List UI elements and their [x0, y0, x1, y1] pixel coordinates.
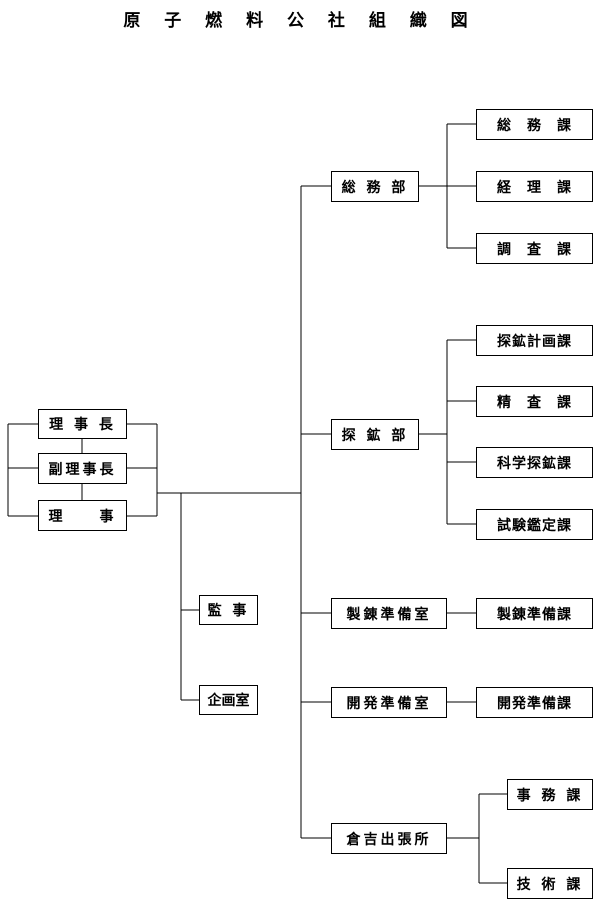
auditor-box: 監 事: [199, 595, 258, 625]
section-technical: 技 術 課: [507, 868, 593, 899]
section-refining-prep: 製錬準備課: [476, 598, 593, 629]
section-testing-appraisal: 試験鑑定課: [476, 509, 593, 540]
dept-kurayoshi-office: 倉吉出張所: [331, 823, 447, 854]
directors-box: 理 事: [38, 500, 127, 531]
president-box: 理 事 長: [38, 409, 127, 439]
section-development-prep: 開発準備課: [476, 687, 593, 718]
chart-title: 原 子 燃 料 公 社 組 織 図: [123, 11, 477, 31]
dept-exploration: 探 鉱 部: [331, 419, 419, 450]
vice-president-box: 副理事長: [38, 453, 127, 484]
planning-office-box: 企画室: [199, 685, 258, 715]
dept-refining-prep: 製錬準備室: [331, 598, 447, 629]
section-office-affairs: 事 務 課: [507, 779, 593, 810]
section-general-affairs: 総 務 課: [476, 109, 593, 140]
dept-development-prep: 開発準備室: [331, 687, 447, 718]
dept-general-affairs: 総 務 部: [331, 171, 419, 202]
section-detailed-survey: 精 査 課: [476, 386, 593, 417]
section-accounting: 経 理 課: [476, 171, 593, 202]
section-research: 調 査 課: [476, 233, 593, 264]
section-exploration-planning: 探鉱計画課: [476, 325, 593, 356]
section-scientific-exploration: 科学探鉱課: [476, 447, 593, 478]
